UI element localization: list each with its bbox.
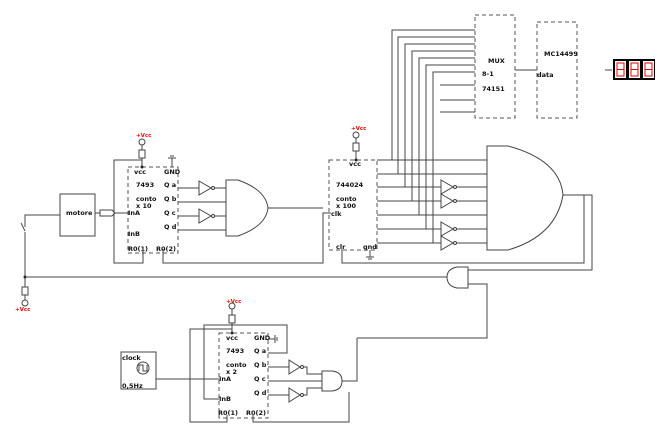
not-gate [440, 193, 457, 209]
seven-segment-display [613, 59, 655, 80]
svg-text:clk: clk [331, 210, 342, 218]
svg-text:Q b: Q b [254, 361, 267, 369]
vcc-source-1: +Vcc [136, 133, 151, 167]
not-gate [440, 235, 457, 251]
counter-7493-x2: vcc GND 7493 Q a conto Q b x 2 InA Q c Q d I… [218, 331, 278, 419]
svg-text:+Vcc: +Vcc [351, 126, 366, 132]
svg-text:R0(1): R0(1) [128, 245, 148, 253]
svg-text:vcc: vcc [226, 334, 238, 342]
svg-text:clock: clock [122, 354, 141, 362]
svg-text:vcc: vcc [349, 160, 361, 168]
svg-text:8-1: 8-1 [482, 70, 494, 78]
not-gate [288, 359, 304, 375]
svg-text:Q b: Q b [164, 195, 177, 203]
svg-text:InB: InB [219, 395, 231, 403]
not-gate [288, 387, 304, 403]
not-gate [198, 208, 215, 224]
svg-text:Q a: Q a [164, 181, 176, 189]
svg-text:Q d: Q d [254, 389, 267, 397]
svg-text:R0(1): R0(1) [218, 409, 238, 417]
svg-text:7493: 7493 [136, 181, 154, 189]
svg-text:vcc: vcc [134, 168, 146, 176]
svg-text:x 10: x 10 [136, 202, 152, 210]
svg-text:74151: 74151 [482, 85, 505, 93]
svg-text:0,5Hz: 0,5Hz [122, 382, 143, 390]
vcc-source-4: +Vcc [15, 277, 30, 313]
svg-text:R0(2): R0(2) [156, 245, 176, 253]
svg-text:GND: GND [254, 334, 271, 342]
svg-text:conto: conto [226, 361, 247, 369]
vcc-source-2: +Vcc [351, 126, 366, 160]
and-gate-1 [225, 179, 269, 237]
svg-text:x 2: x 2 [226, 368, 237, 376]
svg-text:x 100: x 100 [336, 202, 357, 210]
svg-text:conto: conto [136, 195, 157, 203]
svg-text:MUX: MUX [488, 57, 505, 65]
svg-text:Q c: Q c [254, 375, 266, 383]
svg-text:GND: GND [164, 168, 181, 176]
svg-text:744024: 744024 [336, 181, 364, 189]
not-gate [440, 179, 457, 195]
svg-text:InA: InA [219, 375, 231, 383]
counter-744024-x100: vcc 744024 conto x 100 clk clr gnd [328, 158, 378, 260]
not-gate [198, 180, 215, 196]
svg-text:InA: InA [128, 209, 140, 217]
svg-text:motore: motore [66, 209, 93, 217]
svg-text:R0(2): R0(2) [246, 409, 266, 417]
clock-generator: clock 0,5Hz [120, 351, 157, 390]
svg-text:7493: 7493 [226, 347, 244, 355]
svg-text:+Vcc: +Vcc [226, 299, 241, 305]
switch[interactable] [20, 214, 60, 277]
vcc-source-3: +Vcc [226, 299, 241, 333]
svg-text:+Vcc: +Vcc [15, 307, 30, 313]
mux-74151: MUX 8-1 74151 [474, 14, 516, 119]
svg-text:gnd: gnd [363, 243, 377, 251]
svg-text:Q a: Q a [254, 347, 266, 355]
svg-text:clr: clr [336, 243, 346, 251]
and-gate-big [486, 145, 564, 251]
and-gate-reset [446, 266, 469, 289]
svg-text:conto: conto [336, 195, 357, 203]
svg-text:Q c: Q c [164, 209, 176, 217]
svg-text:MC14499: MC14499 [544, 50, 578, 58]
and-gate-3 [321, 370, 343, 392]
svg-text:+Vcc: +Vcc [136, 133, 151, 139]
motor: motore [59, 193, 116, 237]
not-gate [440, 221, 457, 237]
svg-text:InB: InB [128, 230, 140, 238]
svg-text:data: data [537, 71, 554, 79]
svg-text:Q d: Q d [164, 223, 177, 231]
display-driver-mc14499: MC14499 data [536, 21, 578, 119]
